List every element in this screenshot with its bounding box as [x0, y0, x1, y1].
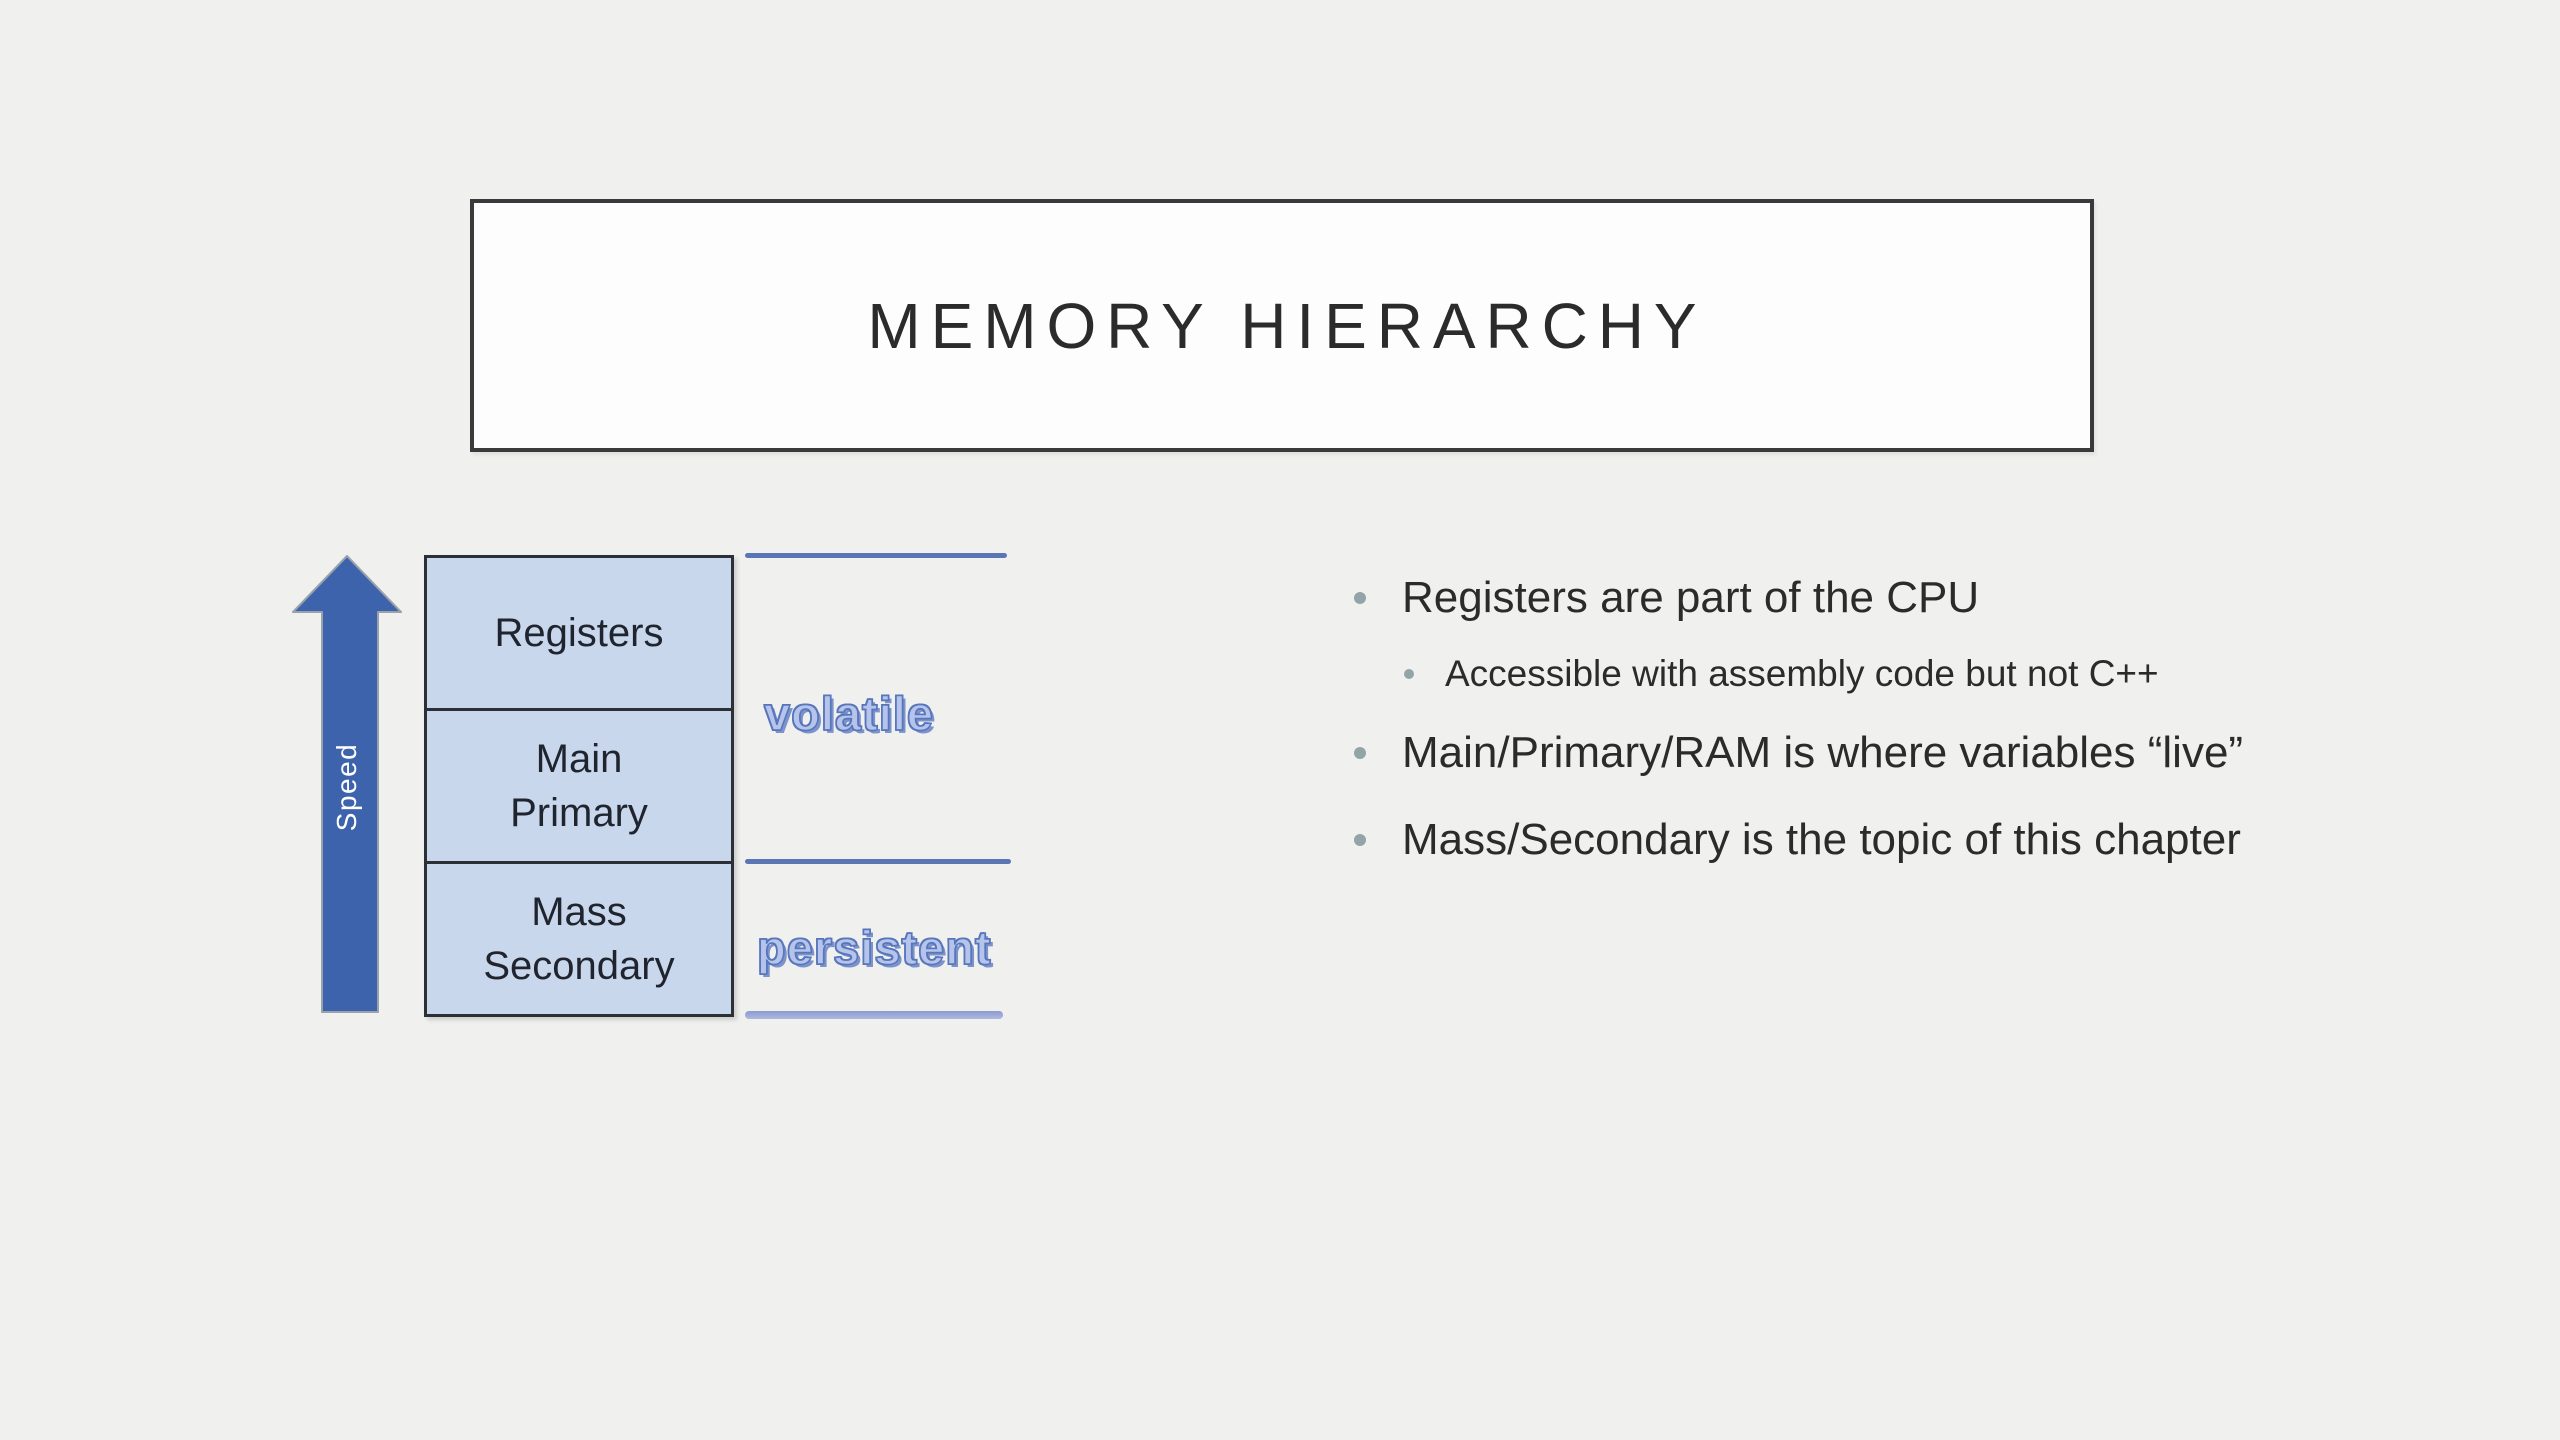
list-item: Registers are part of the CPU: [1348, 572, 1979, 624]
bullet-text: Registers are part of the CPU: [1402, 573, 1980, 622]
volatile-persistent-divider-line: [745, 859, 1011, 864]
memory-level-label-line: Primary: [510, 791, 648, 835]
memory-level-label-line: Main: [535, 737, 623, 781]
speed-axis-label: Speed: [331, 742, 362, 832]
bullet-marker: [1354, 592, 1366, 604]
title-box: MEMORY HIERARCHY: [470, 199, 2094, 452]
bullet-text: Mass/Secondary is the topic of this chap…: [1402, 815, 2241, 864]
volatile-region-top-line: [745, 553, 1007, 558]
page-title: MEMORY HIERARCHY: [867, 289, 1707, 362]
bullet-text: Main/Primary/RAM is where variables “liv…: [1402, 728, 2244, 777]
bullet-marker: [1404, 669, 1414, 679]
memory-stack: Registers Main Primary Mass Secondary: [424, 555, 734, 1017]
memory-level-main-primary: Main Primary: [427, 708, 731, 861]
memory-level-mass-secondary: Mass Secondary: [427, 861, 731, 1014]
list-item: Mass/Secondary is the topic of this chap…: [1348, 814, 2241, 866]
volatile-label: volatile: [763, 686, 934, 741]
bullet-marker: [1354, 834, 1366, 846]
memory-level-label-line: Registers: [494, 611, 664, 655]
speed-up-arrow: [292, 555, 402, 1013]
memory-level-label-line: Secondary: [483, 944, 675, 988]
list-item: Main/Primary/RAM is where variables “liv…: [1348, 727, 2243, 779]
persistent-label: persistent: [756, 920, 992, 975]
memory-level-registers: Registers: [427, 558, 731, 708]
bullet-marker: [1354, 747, 1366, 759]
persistent-region-bottom-line: [745, 1011, 1003, 1019]
memory-level-label-line: Mass: [531, 890, 627, 934]
bullet-text: Accessible with assembly code but not C+…: [1445, 653, 2159, 694]
list-item: Accessible with assembly code but not C+…: [1348, 651, 2159, 697]
